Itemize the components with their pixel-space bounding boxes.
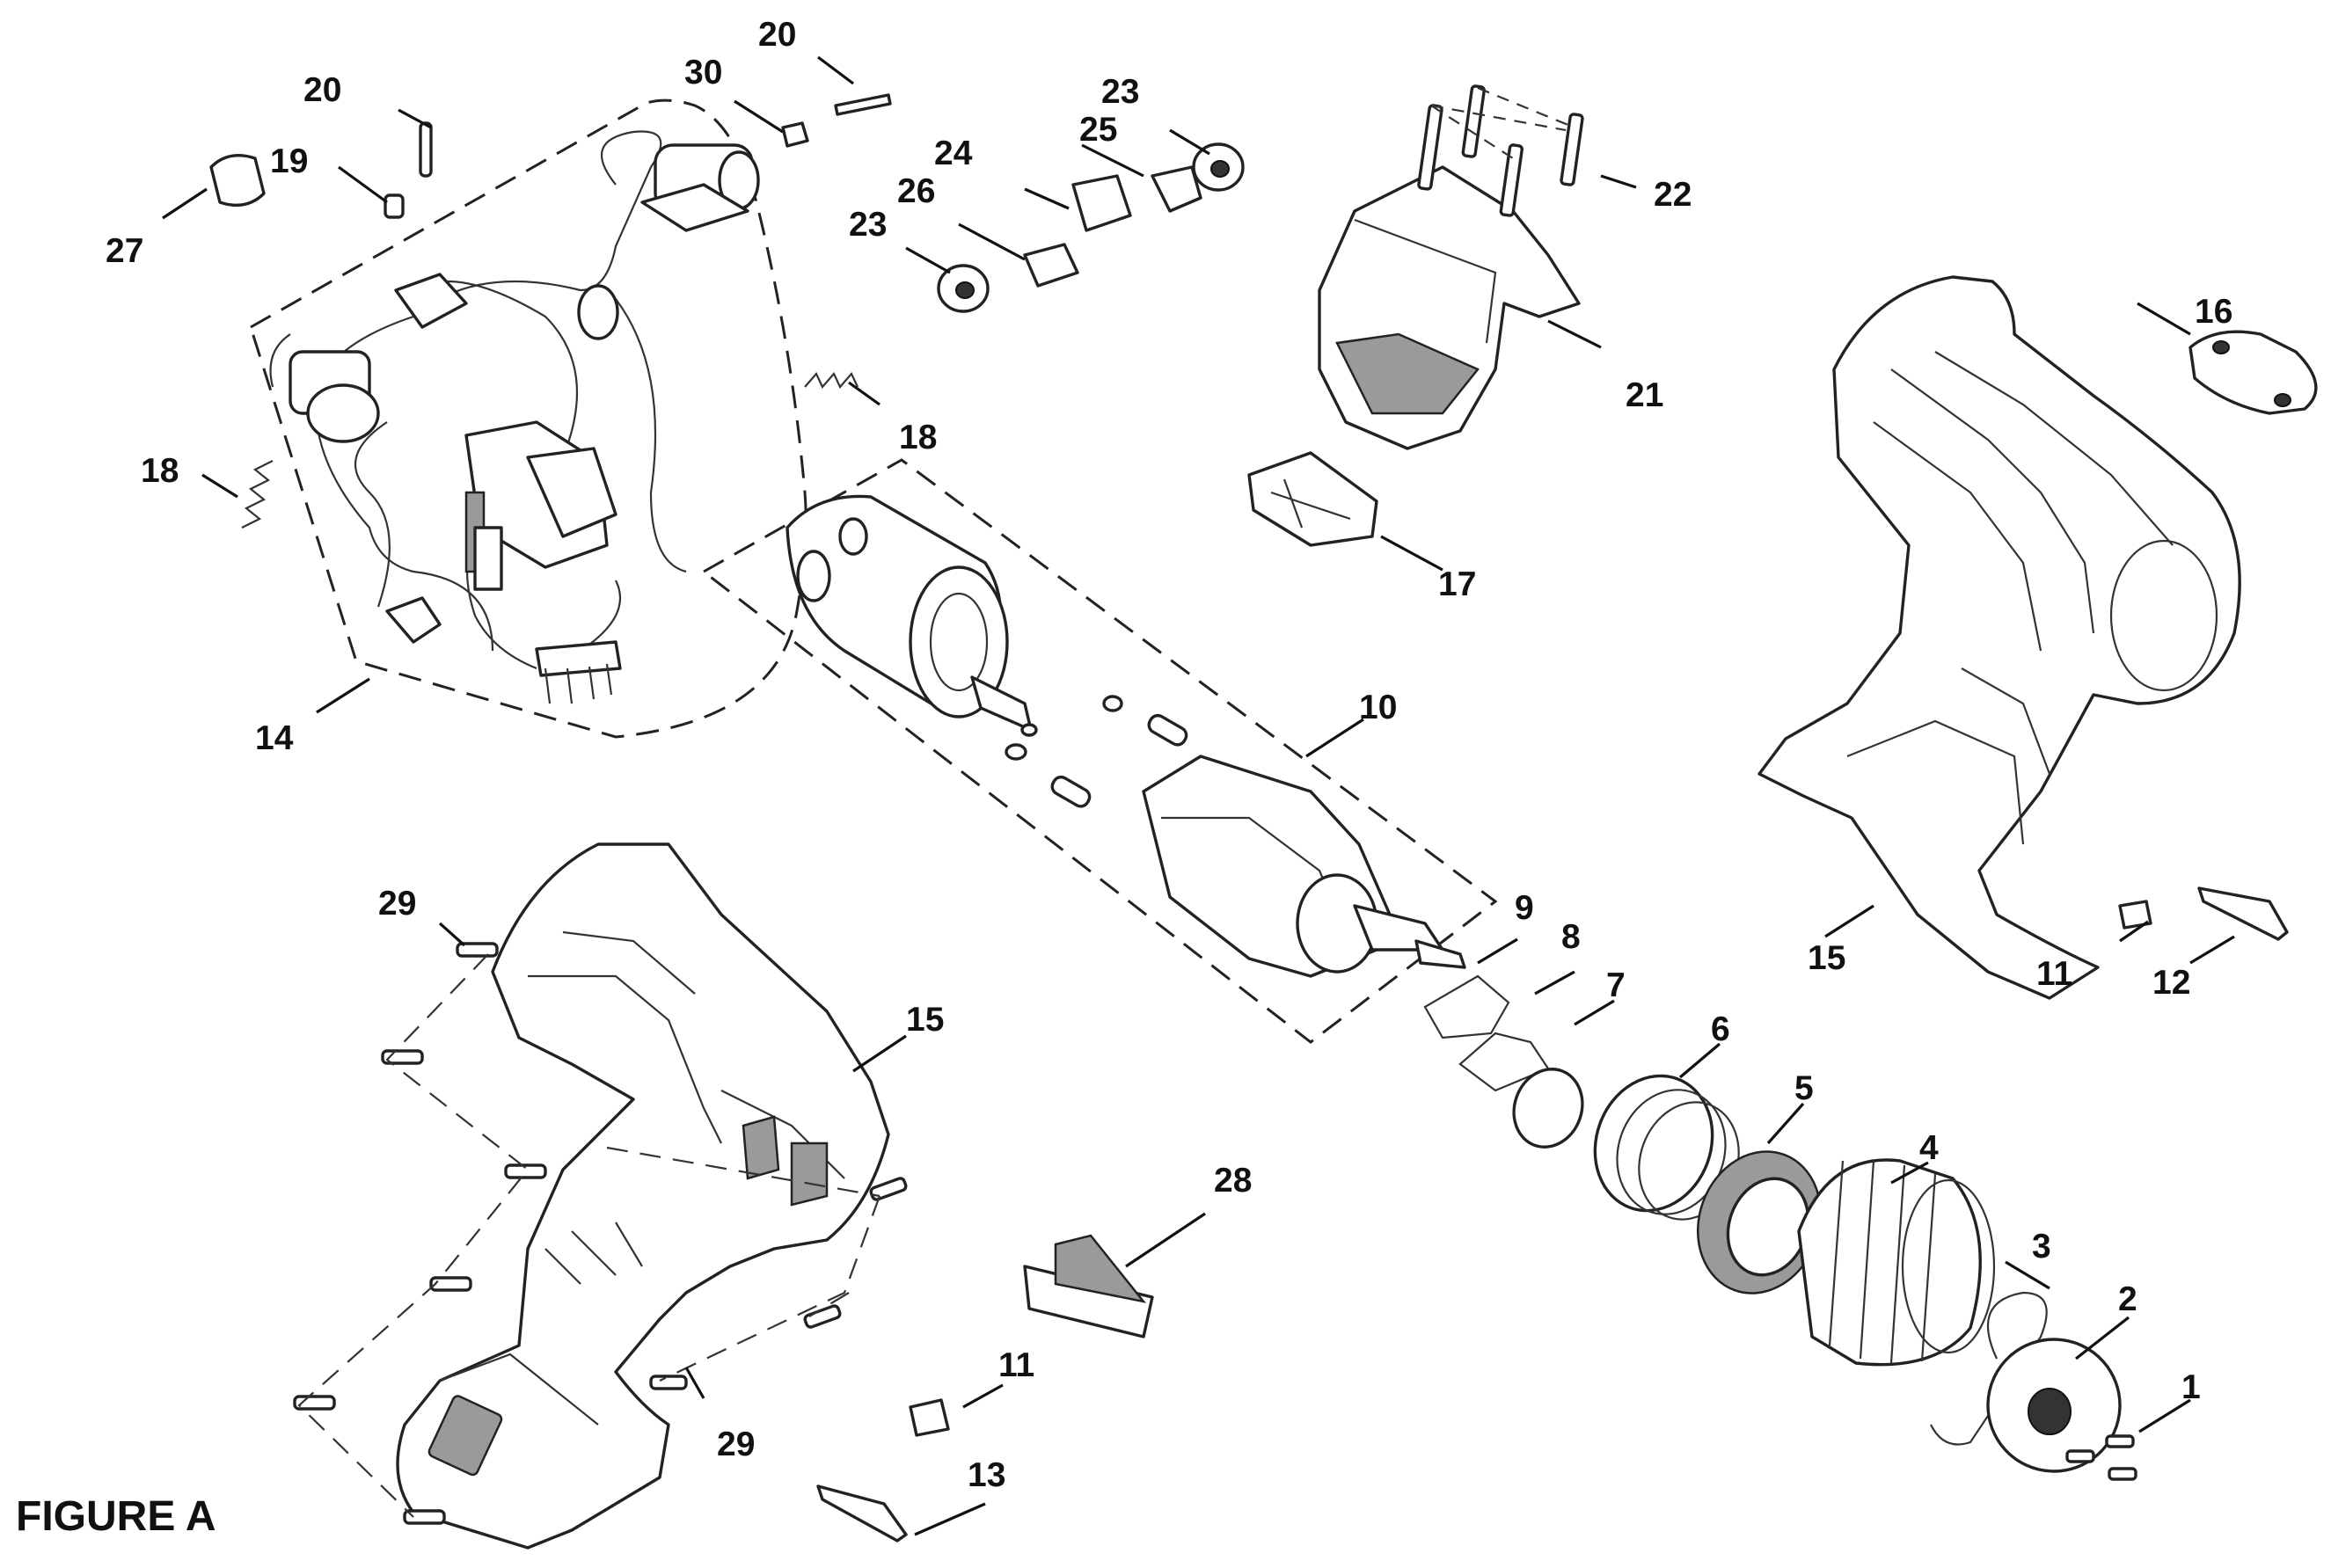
- callout-23-left: 23: [849, 206, 887, 244]
- motor-gearbox-group-outline: [701, 458, 1498, 1044]
- callout-labels: 1 2 3 4 5 6 7 8 9 10 11 11 12 13 14 15 1…: [106, 16, 2232, 1494]
- callout-11-left: 11: [998, 1346, 1034, 1384]
- callout-29-top: 29: [378, 885, 416, 923]
- screws-22: [1417, 84, 1584, 217]
- callout-8: 8: [1561, 918, 1581, 956]
- bracket-25: [1151, 165, 1202, 213]
- callout-18-left: 18: [141, 452, 179, 490]
- callout-29-bottom: 29: [717, 1426, 755, 1463]
- pin-20-left: [419, 121, 433, 178]
- screws-29: [293, 942, 908, 1525]
- leader-lines: [162, 55, 2235, 1536]
- dowel-pins: [1050, 713, 1188, 808]
- callout-13: 13: [968, 1456, 1005, 1494]
- callout-26: 26: [897, 172, 935, 210]
- plate-26: [1023, 243, 1079, 288]
- retaining-ring-3: [1930, 1291, 2048, 1446]
- top-housing-21: [1318, 165, 1581, 450]
- callout-15-right: 15: [1808, 939, 1845, 977]
- callout-14: 14: [255, 719, 294, 757]
- callout-4: 4: [1919, 1129, 1939, 1167]
- screws-1: [2065, 1434, 2137, 1481]
- callout-18-right: 18: [899, 419, 937, 456]
- wiring-harness-group-outline: [249, 98, 807, 739]
- wiring-harness: [269, 130, 760, 704]
- cap-27: [209, 154, 266, 207]
- housing-left-15: [396, 842, 890, 1550]
- sleeve-19: [384, 193, 405, 219]
- callout-1: 1: [2181, 1368, 2201, 1406]
- bar-13: [816, 1484, 908, 1542]
- gearbox-10: [1142, 755, 1466, 978]
- callout-21: 21: [1626, 376, 1663, 414]
- callout-30: 30: [684, 54, 722, 91]
- callout-6: 6: [1711, 1010, 1730, 1048]
- part-11-left: [909, 1398, 950, 1437]
- callout-20-top: 20: [758, 16, 796, 54]
- spring-left: [241, 460, 274, 529]
- callout-17: 17: [1438, 565, 1476, 603]
- callout-19: 19: [270, 142, 308, 180]
- figure-caption: FIGURE A: [16, 1493, 216, 1540]
- spring-right: [804, 371, 859, 390]
- clutch-collar-4: [1797, 1158, 1996, 1367]
- block-30: [781, 121, 809, 148]
- pin-20-top: [834, 93, 892, 116]
- motor: [786, 494, 1033, 732]
- callout-20-left: 20: [303, 71, 341, 109]
- bar-12: [2197, 886, 2289, 941]
- callout-23-right: 23: [1101, 73, 1139, 111]
- callout-25: 25: [1079, 111, 1117, 149]
- callout-10: 10: [1359, 689, 1397, 726]
- callout-9: 9: [1515, 889, 1534, 927]
- callout-5: 5: [1794, 1069, 1814, 1107]
- nut-23-right: [1192, 142, 1245, 192]
- terminal-board-17: [1247, 451, 1378, 547]
- bracket-24: [1071, 174, 1132, 232]
- callout-2: 2: [2118, 1280, 2137, 1318]
- housing-right-15: [1757, 275, 2241, 1000]
- callout-28: 28: [1214, 1162, 1252, 1200]
- nut-23-left: [937, 264, 990, 313]
- callout-16: 16: [2195, 293, 2232, 331]
- ring-7: [1512, 1068, 1584, 1149]
- callout-15-left: 15: [906, 1001, 944, 1039]
- end-cap-2: [1986, 1338, 2122, 1473]
- callout-3: 3: [2032, 1228, 2051, 1265]
- spring-6: [1593, 1074, 1740, 1221]
- ring-5: [1696, 1150, 1823, 1295]
- callout-27: 27: [106, 232, 143, 270]
- part-11-right: [2118, 900, 2152, 930]
- callout-12: 12: [2152, 964, 2190, 1002]
- washers: [1005, 695, 1123, 761]
- callout-11-right: 11: [2036, 955, 2072, 993]
- callout-22: 22: [1654, 176, 1692, 214]
- switch-cover-16: [2189, 330, 2318, 415]
- clip-9: [1423, 974, 1510, 1039]
- callout-24: 24: [934, 135, 973, 172]
- plate-8: [1458, 1032, 1550, 1092]
- callout-7: 7: [1606, 966, 1626, 1004]
